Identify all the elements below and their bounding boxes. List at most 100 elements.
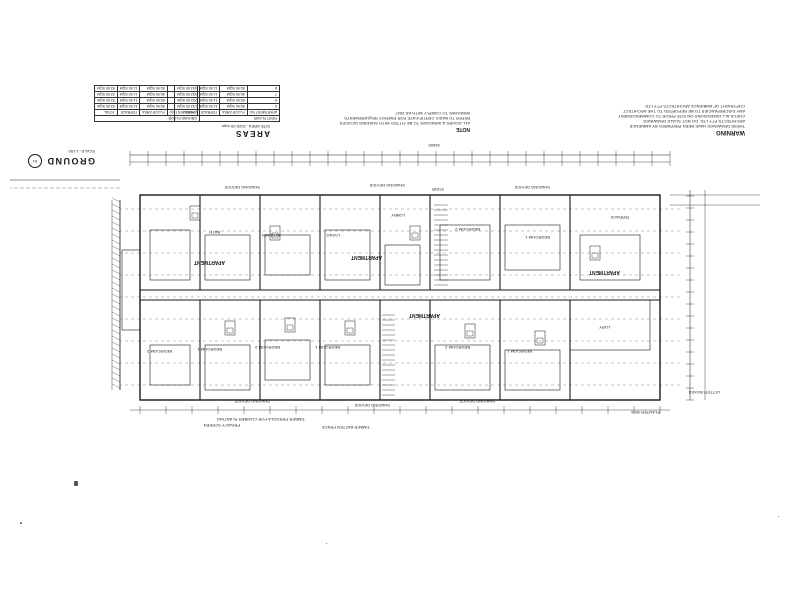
room-label: BEDROOM 1 bbox=[197, 347, 222, 352]
warning-line: CHECK ALL DIMENSIONS ON SITE PRIOR TO CO… bbox=[618, 114, 745, 119]
areas-block: AREAS SITE AREA: 1020.00 sqm bbox=[222, 124, 270, 138]
shading-device-label: SHADING DEVICE bbox=[514, 185, 550, 190]
plan-room bbox=[534, 330, 546, 346]
drawing-title: GROUND bbox=[46, 156, 95, 166]
note-line: REFER TO BASIX CERTIFICATE FOR ENERGY RE… bbox=[344, 116, 470, 121]
table-cell: 11.50 SQM bbox=[117, 85, 140, 92]
plan-room bbox=[579, 234, 641, 281]
plan-line bbox=[111, 245, 121, 251]
plan-line bbox=[111, 353, 121, 359]
warning-heading: WARNING bbox=[716, 129, 745, 135]
table-cell: 92.00 SQM bbox=[174, 85, 198, 92]
overall-dimension: 34600 bbox=[428, 143, 440, 148]
shading-device-label: SHADING DEVICE bbox=[459, 399, 495, 404]
plan-room bbox=[344, 320, 356, 336]
table-header: TERRACE bbox=[197, 109, 220, 116]
plan-room bbox=[149, 344, 191, 386]
plan-line bbox=[111, 347, 121, 353]
plan-room bbox=[191, 212, 199, 219]
plan-room bbox=[384, 244, 421, 286]
plan-room bbox=[204, 234, 251, 281]
plan-line bbox=[111, 317, 121, 323]
plan-line bbox=[111, 275, 121, 281]
room-label: BEDROOM 2 bbox=[455, 227, 480, 232]
table-cell: 11.50 SQM bbox=[197, 91, 220, 98]
plan-line bbox=[111, 377, 121, 383]
room-label: BEDROOM 2 bbox=[445, 345, 470, 350]
table-cell: 80.50 SQM bbox=[219, 103, 248, 110]
note-block: NOTE ALL DOORS & WINDOWS TO BE FITTED WI… bbox=[339, 111, 470, 132]
scan-speck bbox=[20, 522, 22, 524]
plan-room bbox=[439, 224, 491, 281]
room-label: LDRY bbox=[599, 325, 610, 330]
plan-line bbox=[111, 215, 121, 221]
plan-room bbox=[591, 252, 599, 259]
table-section: FIRST FLOOR bbox=[174, 115, 280, 122]
apartment-label-1: APARTMENT bbox=[588, 269, 620, 275]
table-cell: 80.50 SQM bbox=[219, 97, 248, 104]
plan-line bbox=[111, 239, 121, 245]
table-header: FLOOR AREA bbox=[219, 109, 248, 116]
plan-line bbox=[111, 203, 121, 209]
plan-line bbox=[111, 329, 121, 335]
plan-room bbox=[409, 225, 421, 241]
plan-line bbox=[111, 365, 121, 371]
plan-room bbox=[226, 327, 234, 334]
scan-speck bbox=[326, 543, 327, 544]
plan-line bbox=[111, 287, 121, 293]
plan-room bbox=[536, 337, 544, 344]
plan-room bbox=[434, 344, 491, 391]
table-cell: 92.00 SQM bbox=[94, 103, 118, 110]
apartment-label-3: APARTMENT bbox=[193, 259, 225, 265]
table-header: APARTMENT NO bbox=[247, 109, 280, 116]
plan-line bbox=[111, 257, 121, 263]
plan-room bbox=[149, 229, 191, 281]
plan-line bbox=[111, 281, 121, 287]
plan-callout: PLANTER BOX bbox=[630, 410, 660, 415]
plan-room bbox=[224, 320, 236, 336]
table-cell: 92.00 SQM bbox=[174, 91, 198, 98]
plan-callout: TIMBER PERGOLA FOR CLIMBER PLANTING bbox=[216, 417, 305, 422]
shading-device-label: SHADING DEVICE bbox=[354, 403, 390, 408]
shading-device-label: SHADING DEVICE bbox=[234, 399, 270, 404]
room-label: LIVING bbox=[326, 233, 340, 238]
table-cell: 11.50 SQM bbox=[197, 85, 220, 92]
table-cell: 80.50 SQM bbox=[139, 103, 168, 110]
table-header: TERRACE bbox=[117, 109, 140, 116]
drawing-scale: SCALE: 1:100 bbox=[68, 149, 95, 154]
table-cell: 92.00 SQM bbox=[94, 91, 118, 98]
plan-line bbox=[111, 197, 121, 203]
plan-room bbox=[464, 323, 476, 339]
plan-room bbox=[271, 232, 279, 239]
shading-device-label: SHADING DEVICE bbox=[224, 185, 260, 190]
plan-line bbox=[111, 293, 121, 299]
table-cell: 11.50 SQM bbox=[117, 97, 140, 104]
plan-line bbox=[111, 335, 121, 341]
plan-callout: LETTER BOXES bbox=[688, 390, 720, 395]
plan-room bbox=[504, 224, 561, 271]
plan-line bbox=[111, 299, 121, 305]
plan-line bbox=[111, 305, 121, 311]
table-cell: 80.50 SQM bbox=[139, 91, 168, 98]
plan-line bbox=[111, 359, 121, 365]
plan-room bbox=[269, 225, 281, 241]
plan-callout: TIMBER BATTEN FENCE bbox=[321, 425, 370, 430]
apartment-label-4: APARTMENT bbox=[408, 312, 440, 318]
warning-line: THESE DRAWINGS HAVE BEEN PREPARED BY AMB… bbox=[629, 124, 746, 129]
plan-room bbox=[286, 324, 294, 331]
room-label: TERRACE bbox=[610, 215, 630, 220]
shading-device-label: SHADING DEVICE bbox=[369, 183, 405, 188]
plan-room bbox=[204, 344, 251, 391]
note-line: ALL DOORS & WINDOWS TO BE FITTED WITH SH… bbox=[339, 121, 470, 126]
plan-line bbox=[111, 263, 121, 269]
table-cell: 11.50 SQM bbox=[117, 103, 140, 110]
table-cell: 92.00 SQM bbox=[174, 97, 198, 104]
warning-line: ARCHITECTS PTY LTD. DO NOT SCALE DRAWING… bbox=[643, 119, 745, 124]
plan-room bbox=[466, 330, 474, 337]
warning-line: ANY DISCREPANCIES TO BE REPORTED TO THE … bbox=[622, 109, 745, 114]
table-cell: 80.50 SQM bbox=[219, 91, 248, 98]
